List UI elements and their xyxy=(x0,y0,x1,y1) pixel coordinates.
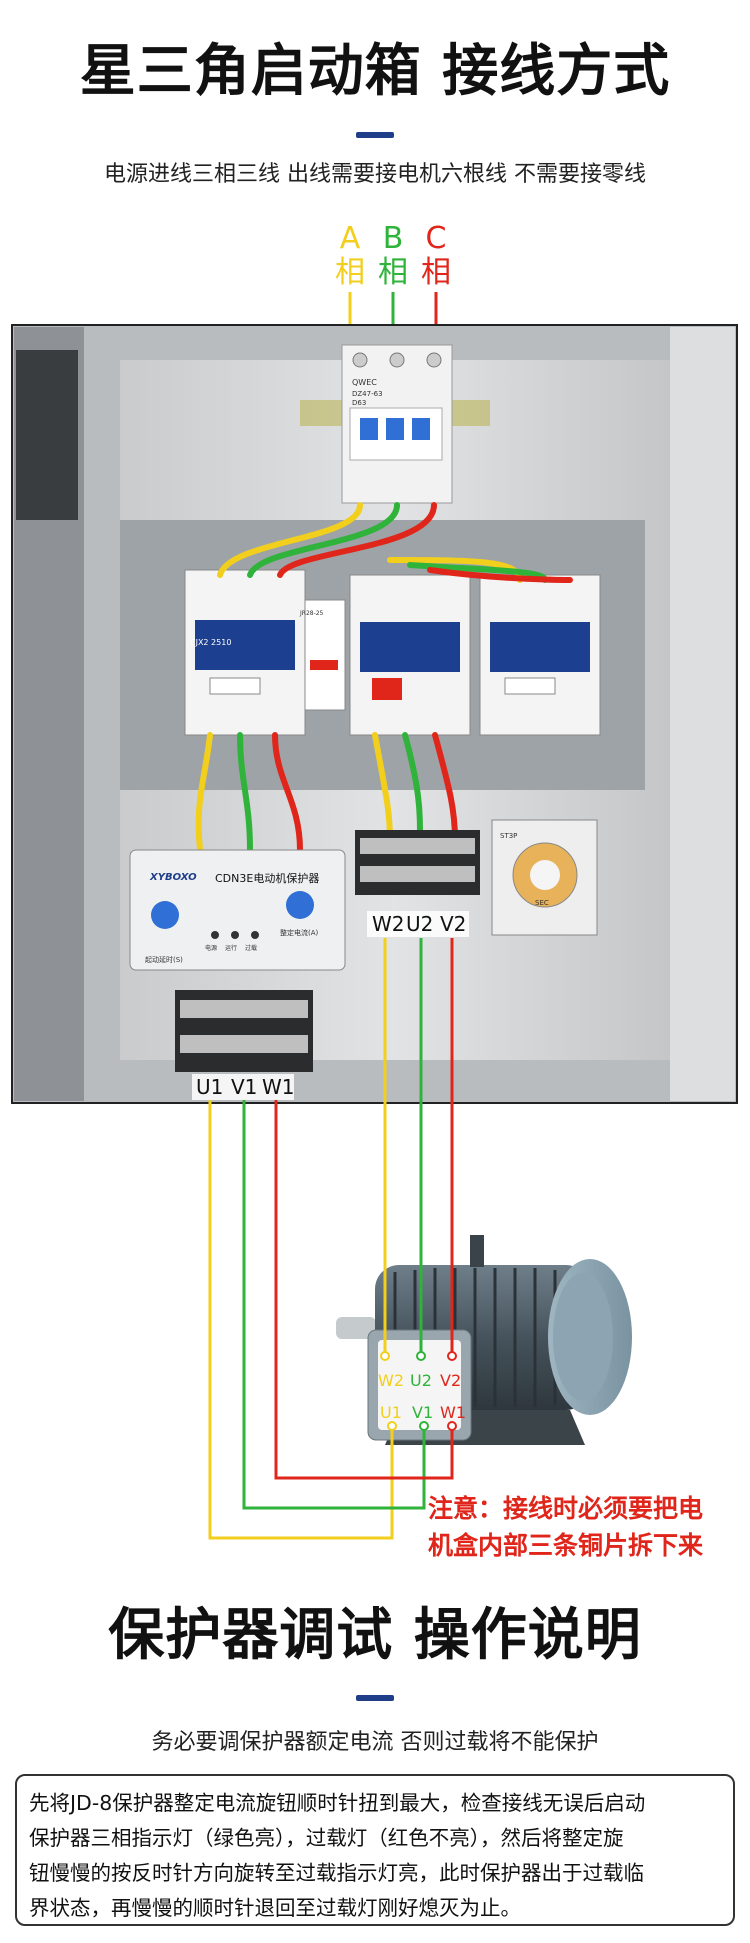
time-relay: ST3P SEC xyxy=(491,819,598,936)
phase-word: 相 xyxy=(421,255,451,290)
instruction-line: 先将JD-8保护器整定电流旋钮顺时针扭到最大，检查接线无误后启动 xyxy=(29,1791,646,1815)
terminal-v2: V2 xyxy=(440,912,466,936)
motor-terminal-w2: W2 xyxy=(378,1371,404,1390)
external-wiring xyxy=(208,938,457,1540)
phase-word: 相 xyxy=(378,255,408,290)
terminal-w2: W2 xyxy=(372,912,405,936)
motor-terminal-u2: U2 xyxy=(410,1371,432,1390)
lower-terminal-block xyxy=(175,990,313,1072)
instruction-line: 保护器三相指示灯（绿色亮），过载灯（红色不亮），然后将整定旋 xyxy=(29,1826,624,1850)
breaker-rating: D63 xyxy=(352,399,366,407)
phase-letter: C xyxy=(425,221,447,256)
instruction-box: 先将JD-8保护器整定电流旋钮顺时针扭到最大，检查接线无误后启动 保护器三相指示… xyxy=(15,1774,735,1926)
relay-model: JR28-25 xyxy=(299,610,324,617)
contactor-middle xyxy=(349,574,471,736)
start-delay-knob-icon xyxy=(151,901,179,929)
current-setting-knob-icon xyxy=(286,891,314,919)
terminal-w1: W1 xyxy=(262,1075,295,1099)
led-overload: 过载 xyxy=(245,944,257,952)
page-title: 星三角启动箱 接线方式 xyxy=(79,39,671,104)
protector-name: CDN3E电动机保护器 xyxy=(215,871,319,885)
cabinet-photo: QWEC DZ47-63 D63 CJX2 2510 JR28-25 xyxy=(11,324,738,1104)
section-subtitle: 务必要调保护器额定电流 否则过载将不能保护 xyxy=(151,1730,599,1755)
protector-right-knob: 整定电流(A) xyxy=(280,928,319,937)
phase-c-label: C 相 xyxy=(416,222,456,290)
title-divider xyxy=(356,132,394,138)
terminal-v1: V1 xyxy=(231,1075,257,1099)
phase-letter: B xyxy=(382,221,404,256)
terminal-u1: U1 xyxy=(196,1075,223,1099)
page-subtitle: 电源进线三相三线 出线需要接电机六根线 不需要接零线 xyxy=(104,162,646,187)
phase-letter: A xyxy=(339,221,361,256)
warning-note: 注意：接线时必须要把电 机盒内部三条铜片拆下来 xyxy=(428,1490,703,1564)
instruction-line: 界状态，再慢慢的顺时针退回至过载灯刚好熄灭为止。 xyxy=(29,1896,521,1920)
terminal-u2: U2 xyxy=(406,912,433,936)
motor-terminal-labels: W2 U2 V2 U1 V1 W1 xyxy=(378,1371,466,1422)
wiring-diagram: QWEC DZ47-63 D63 CJX2 2510 JR28-25 xyxy=(11,292,738,1540)
section-title: 保护器调试 操作说明 xyxy=(108,1603,642,1668)
upper-terminal-block xyxy=(355,830,480,895)
led-power: 电源 xyxy=(205,944,217,952)
motor-illustration xyxy=(336,1235,632,1445)
instruction-line: 钮慢慢的按反时针方向旋转至过载指示灯亮，此时保护器出于过载临 xyxy=(29,1861,644,1885)
breaker-model: DZ47-63 xyxy=(352,390,383,398)
motor-terminal-v1: V1 xyxy=(412,1403,433,1422)
protector-brand: XYBOXO xyxy=(149,872,197,883)
thermal-relay: JR28-25 xyxy=(299,599,346,711)
contactor-right xyxy=(479,574,601,736)
circuit-breaker: QWEC DZ47-63 D63 xyxy=(341,344,453,504)
motor-terminal-w1: W1 xyxy=(440,1403,466,1422)
section-divider xyxy=(356,1695,394,1701)
warning-line-2: 机盒内部三条铜片拆下来 xyxy=(428,1531,704,1560)
motor-terminal-u1: U1 xyxy=(380,1403,402,1422)
phase-b-label: B 相 xyxy=(373,222,413,290)
breaker-brand: QWEC xyxy=(352,378,377,387)
contactor-model: CJX2 2510 xyxy=(190,638,231,647)
phase-word: 相 xyxy=(335,255,365,290)
led-run: 运行 xyxy=(225,944,237,952)
warning-line-1: 注意：接线时必须要把电 xyxy=(428,1494,704,1523)
motor-terminal-v2: V2 xyxy=(440,1371,461,1390)
cabinet-terminal-labels: W2 U2 V2 U1 V1 W1 xyxy=(192,911,469,1100)
phase-a-label: A 相 xyxy=(330,222,370,290)
contactor-left: CJX2 2510 xyxy=(184,569,306,736)
motor-protector: XYBOXO CDN3E电动机保护器 起动延时(S) 电源 运行 过载 整定电流… xyxy=(129,849,346,971)
timer-brand: ST3P xyxy=(500,832,517,840)
protector-left-knob: 起动延时(S) xyxy=(145,955,183,964)
timer-unit: SEC xyxy=(535,899,549,907)
